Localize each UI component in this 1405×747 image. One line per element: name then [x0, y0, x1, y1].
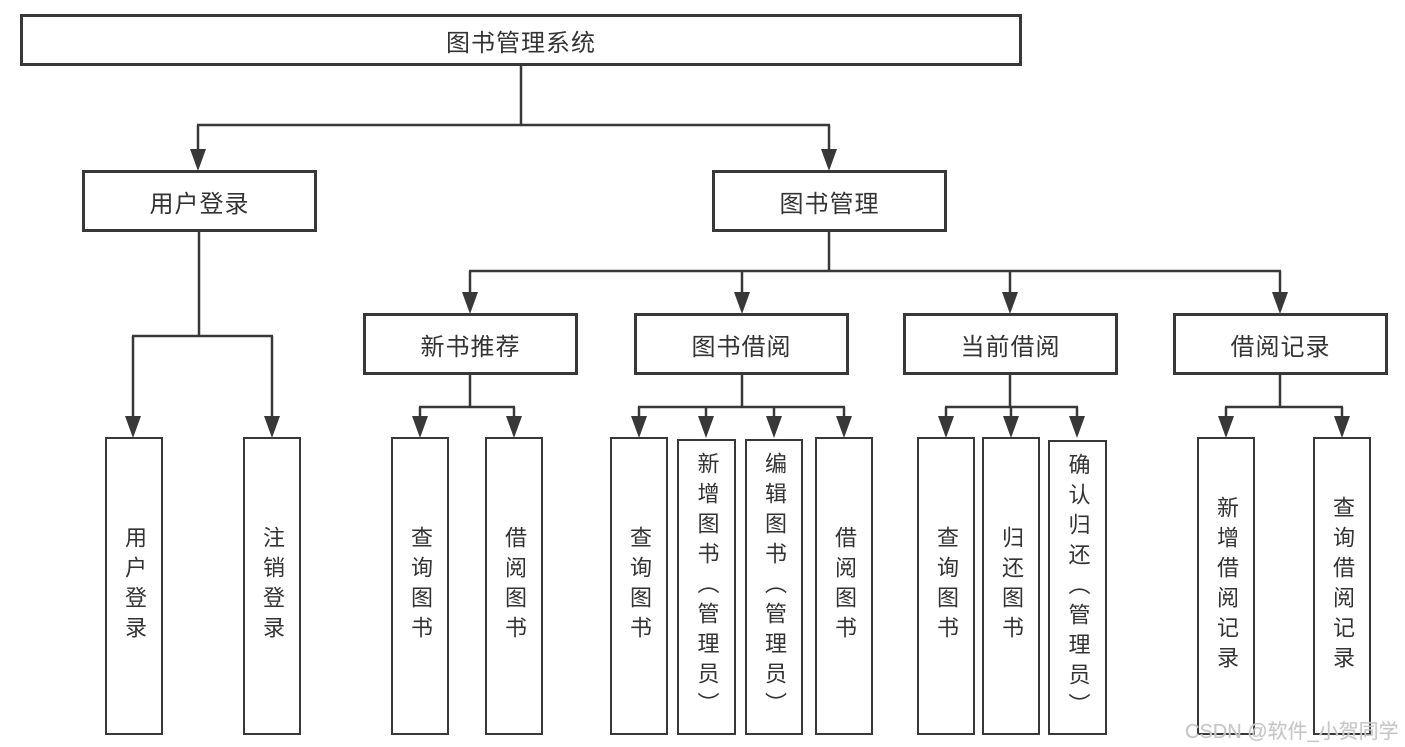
leaf-add-borrow-record: 新增借阅记录 — [1197, 437, 1255, 735]
node-label: 借阅图书 — [502, 526, 527, 646]
node-label: 归还图书 — [999, 526, 1024, 646]
leaf-query-books-recommend: 查询图书 — [391, 437, 449, 735]
leaf-user-login: 用户登录 — [105, 437, 163, 735]
node-label: 查询图书 — [627, 526, 652, 646]
node-label: 图书管理 — [779, 190, 880, 218]
node-library-management-system: 图书管理系统 — [20, 14, 1022, 66]
node-label: 新书推荐 — [420, 333, 521, 361]
node-book-management: 图书管理 — [712, 170, 947, 232]
node-label: 查询借阅记录 — [1330, 496, 1355, 676]
leaf-query-books-current: 查询图书 — [917, 437, 975, 735]
node-label: 图书借阅 — [691, 333, 792, 361]
node-label: 用户登录 — [149, 190, 250, 218]
node-label: 新增图书（管理员） — [694, 452, 720, 722]
node-label: 借阅记录 — [1230, 333, 1331, 361]
node-label: 查询图书 — [408, 526, 433, 646]
leaf-return-books: 归还图书 — [982, 437, 1040, 735]
node-label: 注销登录 — [260, 526, 285, 646]
node-label: 新增借阅记录 — [1214, 496, 1239, 676]
node-user-login: 用户登录 — [82, 170, 317, 232]
leaf-confirm-return-admin: 确认归还（管理员） — [1048, 440, 1107, 735]
leaf-logout: 注销登录 — [243, 437, 301, 735]
leaf-query-books-borrow: 查询图书 — [610, 437, 668, 735]
node-book-borrowing: 图书借阅 — [634, 313, 849, 375]
csdn-watermark: CSDN @软件_小贺同学 — [1185, 721, 1399, 743]
node-borrowing-records: 借阅记录 — [1173, 313, 1388, 375]
node-label: 确认归还（管理员） — [1065, 452, 1091, 723]
leaf-borrow-books-recommend: 借阅图书 — [485, 437, 543, 735]
leaf-query-borrow-record: 查询借阅记录 — [1313, 437, 1371, 735]
node-label: 编辑图书（管理员） — [762, 452, 787, 722]
node-label: 当前借阅 — [960, 333, 1061, 361]
node-label: 借阅图书 — [832, 526, 857, 646]
node-label: 用户登录 — [122, 526, 147, 646]
node-label: 图书管理系统 — [446, 29, 596, 57]
node-label: 查询图书 — [934, 526, 959, 646]
node-new-book-recommendation: 新书推荐 — [363, 313, 578, 375]
node-current-borrowing: 当前借阅 — [903, 313, 1118, 375]
leaf-borrow-books: 借阅图书 — [815, 437, 873, 735]
leaf-add-books-admin: 新增图书（管理员） — [677, 439, 736, 735]
leaf-edit-books-admin: 编辑图书（管理员） — [745, 439, 803, 735]
